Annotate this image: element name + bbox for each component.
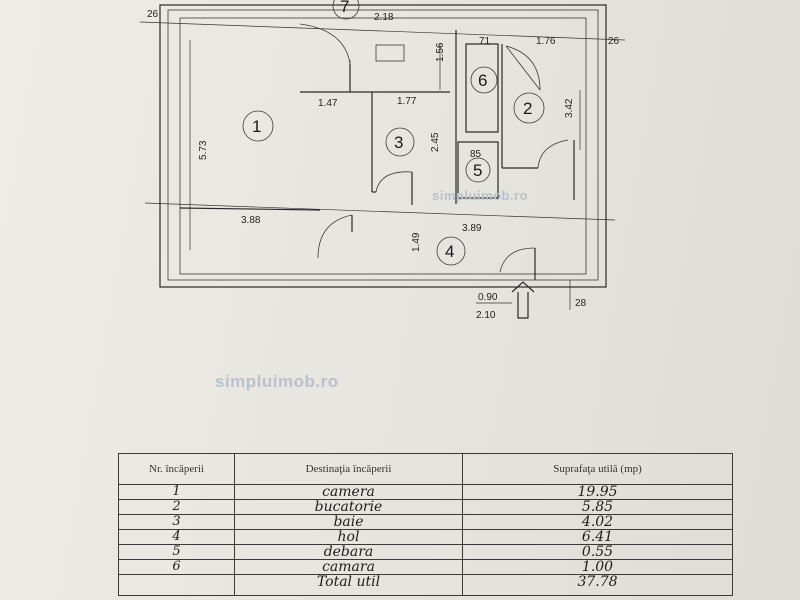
- room5-number: 5: [473, 161, 482, 180]
- outer-wall: [159, 4, 607, 288]
- row-nr: 1: [118, 484, 235, 500]
- row-destination: baie: [234, 514, 463, 530]
- room6-number: 6: [478, 71, 487, 90]
- row-nr: 4: [118, 529, 235, 545]
- room2-door-leaf: [505, 45, 541, 91]
- header-area: Suprafaţa utilă (mp): [462, 453, 733, 485]
- corridor-height-dim: 1.56: [435, 42, 446, 62]
- room-area-table: Nr. încăperii Destinaţia încăperii Supra…: [118, 453, 733, 596]
- row-destination: debara: [234, 544, 463, 560]
- room5-circle: [465, 157, 491, 183]
- door-width-dim: 0.90: [478, 292, 498, 303]
- room7-number: 7: [340, 0, 349, 16]
- room2-door-arc: [505, 45, 541, 91]
- table-row: 3 baie 4.02: [118, 514, 733, 530]
- room4-circle: [436, 236, 466, 266]
- room5-box: [457, 141, 499, 199]
- row-destination: camara: [234, 559, 463, 575]
- watermark-center: simpluimob.ro: [215, 372, 339, 391]
- row-nr: 5: [118, 544, 235, 560]
- row-nr: 3: [118, 514, 235, 530]
- total-label: Total util: [234, 574, 463, 596]
- room2-height-dim: 3.42: [564, 98, 575, 118]
- room4-number: 4: [445, 242, 454, 261]
- room1-circle: [242, 110, 274, 142]
- row-destination: camera: [234, 484, 463, 500]
- room6-box: [465, 43, 499, 133]
- room1-door-swing: [300, 64, 351, 93]
- room1-door-arc: [299, 23, 351, 65]
- room2-width-dim: 1.76: [536, 36, 556, 47]
- table-header-row: Nr. încăperii Destinaţia încăperii Supra…: [118, 453, 733, 485]
- row-destination: bucatorie: [234, 499, 463, 515]
- header-destination: Destinaţia încăperii: [234, 453, 463, 485]
- room3-circle: [385, 127, 415, 157]
- hall-height-dim: 1.49: [411, 232, 422, 252]
- left-edge-dim: 26: [147, 9, 159, 20]
- hall-width-dim: 3.89: [462, 223, 482, 234]
- room3-number: 3: [394, 133, 403, 152]
- table-row: 2 bucatorie 5.85: [118, 499, 733, 515]
- row-area: 5.85: [462, 499, 733, 515]
- hall-gap-dim: 1.47: [318, 98, 338, 109]
- table-row: 4 hol 6.41: [118, 529, 733, 545]
- room3-height-dim: 2.45: [430, 132, 441, 152]
- room3-door-arc: [375, 171, 413, 193]
- door-height-dim: 2.10: [476, 310, 496, 321]
- table-row: 6 camara 1.00: [118, 559, 733, 575]
- right-edge-dim: 26: [608, 36, 620, 47]
- row-nr: 6: [118, 559, 235, 575]
- row-area: 6.41: [462, 529, 733, 545]
- room3-width-dim: 1.77: [397, 96, 417, 107]
- table-row: 5 debara 0.55: [118, 544, 733, 560]
- total-value: 37.78: [462, 574, 733, 596]
- shaft-box: [375, 44, 405, 62]
- table-total-row: Total util 37.78: [118, 574, 733, 596]
- room2-number: 2: [523, 99, 532, 118]
- room1-number: 1: [252, 117, 261, 136]
- row-area: 0.55: [462, 544, 733, 560]
- hall-top-wall: [179, 207, 321, 211]
- header-room-number: Nr. încăperii: [118, 453, 235, 485]
- mid-dimension-line: [144, 202, 616, 221]
- total-spacer: [118, 574, 235, 596]
- room1-width-dim: 3.88: [241, 215, 261, 226]
- room1-height-dim: 5.73: [198, 140, 209, 160]
- room6-circle: [470, 66, 498, 94]
- bottom-right-dim: 28: [575, 298, 587, 309]
- room6-width-dim: 71: [479, 36, 491, 47]
- hall-door-arc: [317, 214, 353, 259]
- room7-circle: [332, 0, 360, 20]
- room5-width-dim: 85: [470, 149, 482, 160]
- row-destination: hol: [234, 529, 463, 545]
- room2-circle: [513, 92, 545, 124]
- row-area: 19.95: [462, 484, 733, 500]
- entrance-door-arc: [499, 247, 536, 273]
- row-nr: 2: [118, 499, 235, 515]
- watermark-top: simpluimob.ro: [432, 188, 529, 203]
- corridor-width-dim: 2.18: [374, 12, 394, 23]
- row-area: 4.02: [462, 514, 733, 530]
- top-dimension-line: [139, 21, 626, 41]
- entrance-arrow-icon: [511, 281, 535, 319]
- inner-wall: [167, 9, 599, 281]
- table-row: 1 camera 19.95: [118, 484, 733, 500]
- room2-lower-door: [537, 139, 569, 169]
- row-area: 1.00: [462, 559, 733, 575]
- inner-wall-2: [179, 17, 587, 275]
